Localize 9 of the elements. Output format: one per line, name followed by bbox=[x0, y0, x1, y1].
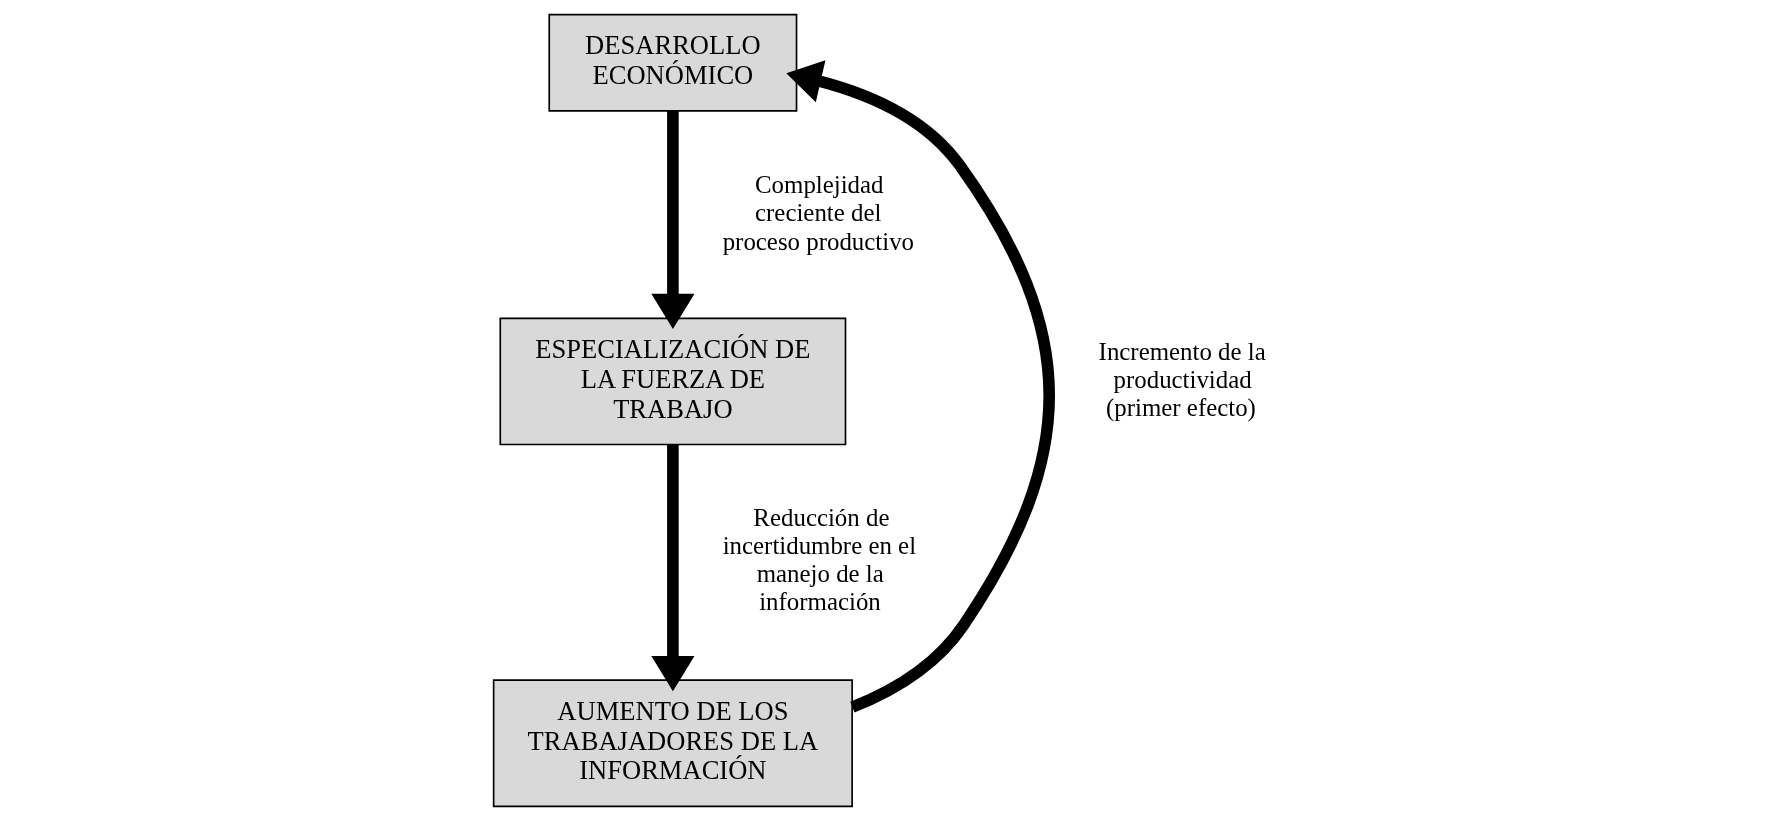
node-box: AUMENTO DE LOS TRABAJADORES DE LA INFORMACIÓN bbox=[492, 679, 853, 808]
edge-label: Reducción de incertidumbre en el manejo de la información bbox=[722, 503, 917, 616]
arrow bbox=[651, 444, 695, 692]
node-box: ESPECIALIZACIÓN DE LA FUERZA DE TRABAJO bbox=[499, 317, 847, 446]
node-box: DESARROLLO ECONÓMICO bbox=[548, 13, 798, 112]
edge-label: Complejidad creciente del proceso productivo bbox=[722, 171, 915, 255]
arrow bbox=[651, 111, 695, 329]
edge-label: Incremento de la productividad (primer efecto) bbox=[1098, 337, 1266, 422]
arrow bbox=[786, 60, 1055, 713]
